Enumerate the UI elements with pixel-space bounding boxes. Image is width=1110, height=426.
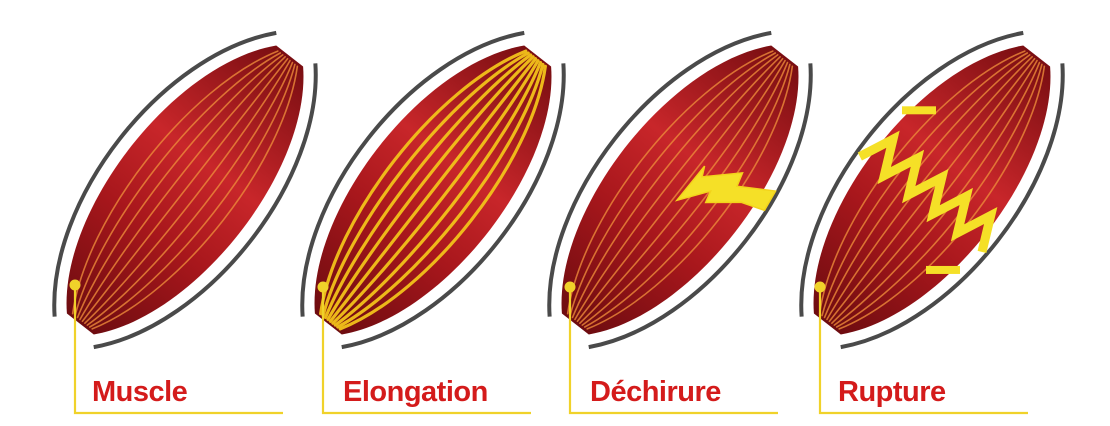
- label-dechirure: Déchirure: [590, 378, 721, 407]
- leader-dot: [318, 282, 329, 293]
- leader-dot: [565, 282, 576, 293]
- label-elongation: Elongation: [343, 378, 488, 407]
- label-rupture: Rupture: [838, 378, 946, 407]
- leader-dot: [70, 280, 81, 291]
- muscle-dechirure: [504, 0, 856, 383]
- rupture-edge-top: [902, 106, 936, 114]
- leader-dot: [815, 282, 826, 293]
- muscle-elongation: [257, 0, 609, 383]
- muscle-muscle: [9, 0, 361, 383]
- rupture-edge-bottom: [926, 266, 960, 274]
- label-muscle: Muscle: [92, 378, 187, 407]
- muscle-rupture: [756, 0, 1108, 383]
